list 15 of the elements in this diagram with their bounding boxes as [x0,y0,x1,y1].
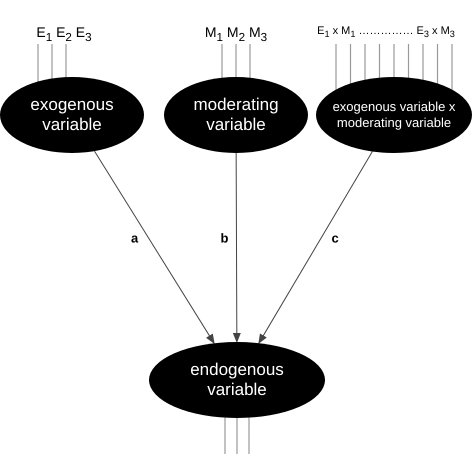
variable-ellipse [149,342,325,418]
variable-ellipse [316,77,472,153]
variable-label: endogenous variable [189,360,285,400]
variable-ellipse [0,77,144,153]
variable-label: exogenous variable [29,94,115,136]
variable-ellipse [164,77,308,153]
arrow [94,150,215,344]
edge-label: b [218,230,230,246]
arrow [258,151,373,344]
indicator-label: E$_{1}$ E$_{2}$ E$_{3}$ [36,24,92,44]
variable-label: exogenous variable x moderating variable [332,99,456,131]
variable-label: moderating variable [192,94,280,136]
arrow [232,152,241,343]
indicator-label: M$_{1}$ M$_{2}$ M$_{3}$ [204,24,268,44]
indicator-label: E$_{1}$ x M$_{1}$ …………… E$_{3}$ x M$_{3}$ [317,25,455,40]
